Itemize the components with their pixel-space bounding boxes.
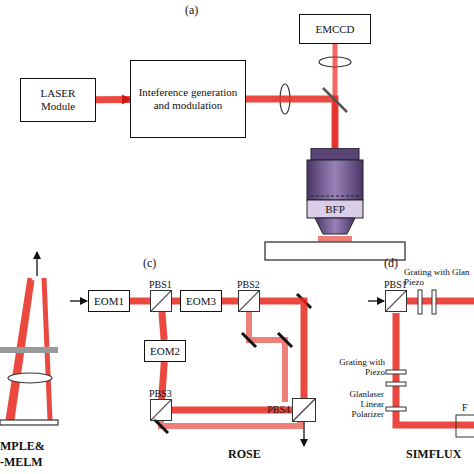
- node-text: LASER Module: [25, 87, 91, 112]
- component-label: Glanlaser Linear Polarizer: [326, 390, 384, 420]
- simflux-optics: [396, 313, 474, 425]
- panel-b-optics: [0, 420, 58, 425]
- splitter-diagonal: [151, 291, 171, 311]
- splitter-diagonal: [239, 291, 259, 311]
- laser-beam: [96, 96, 130, 103]
- node-text: PBS1: [149, 279, 172, 290]
- splitter-diagonal: [151, 400, 171, 420]
- laser-box: LASER Module: [20, 78, 96, 122]
- camera-box: EMCCD: [299, 14, 371, 44]
- eom-box: EOM2: [144, 340, 186, 362]
- beam-splitter: PBS2: [238, 290, 260, 312]
- rose-beams: [249, 312, 285, 402]
- rose-beams: [70, 300, 87, 301]
- simflux-optics: [407, 298, 474, 305]
- node-text: PBS2: [237, 279, 260, 290]
- rose-beams: [161, 421, 300, 426]
- beam-splitter: PBS4: [292, 398, 316, 422]
- eom-box: EOM3: [180, 290, 222, 312]
- simflux-optics: [386, 370, 406, 374]
- panel-title: MPLE&: [0, 440, 45, 453]
- laser-beam: [222, 298, 238, 305]
- simflux-optics: [368, 300, 384, 301]
- simflux-optics: [386, 407, 406, 411]
- rose-beams: [303, 422, 304, 446]
- laser-beam: [260, 301, 304, 398]
- node-text: PBS1: [384, 279, 407, 290]
- laser-beam: [162, 312, 164, 340]
- panel-label: (d): [384, 257, 398, 270]
- laser-beam: [246, 99, 335, 148]
- rose-beams: [70, 294, 311, 446]
- objective-lens: BFP: [305, 148, 365, 236]
- component-label: F: [462, 402, 468, 413]
- splitter-diagonal: [293, 399, 315, 421]
- objective-body: [305, 148, 365, 236]
- process-box: Inteference generation and modulation: [130, 60, 246, 138]
- sample-slide: [318, 236, 352, 242]
- panel-b-optics: [0, 252, 58, 425]
- panel-label: (a): [185, 4, 198, 17]
- panel-title: ROSE: [228, 448, 261, 461]
- component-label: Glan: [452, 268, 470, 278]
- beam-splitter: PBS3: [150, 399, 172, 421]
- panel-b-optics: [8, 373, 52, 383]
- rose-beams: [278, 333, 292, 347]
- node-text: PBS4: [267, 404, 290, 415]
- laser-beam: [130, 298, 150, 305]
- dichroic-mirror: [323, 88, 347, 112]
- simflux-optics: [418, 290, 422, 314]
- simflux-optics: [456, 415, 474, 437]
- node-text: EMCCD: [315, 23, 354, 36]
- component-label: Grating with Piezo: [333, 358, 385, 378]
- beam-splitter: PBS1: [150, 290, 172, 312]
- laser-beam: [333, 44, 338, 148]
- panel-label: (c): [143, 257, 156, 270]
- splitter-diagonal: [386, 291, 406, 311]
- node-text: EOM1: [94, 295, 124, 308]
- rose-beams: [242, 333, 256, 347]
- simflux-optics: [432, 290, 436, 314]
- panel-b-optics: [36, 252, 37, 276]
- node-text: PBS3: [149, 388, 172, 399]
- panel-b-optics: [0, 347, 58, 353]
- lens: [280, 57, 351, 114]
- panel-title: -MELM: [0, 456, 43, 469]
- panel-title: SIMFLUX: [406, 448, 461, 461]
- component-label: Grating with Piezo: [404, 268, 450, 288]
- rose-beams: [154, 419, 168, 433]
- node-text: Inteference generation and modulation: [135, 86, 241, 111]
- node-text: BFP: [305, 200, 365, 218]
- beam-splitter: PBS1: [385, 290, 407, 312]
- node-text: EOM2: [150, 345, 180, 358]
- node-text: EOM3: [186, 295, 216, 308]
- eom-box: EOM1: [88, 290, 130, 312]
- simflux-optics: [386, 382, 406, 386]
- laser-beam: [172, 298, 180, 305]
